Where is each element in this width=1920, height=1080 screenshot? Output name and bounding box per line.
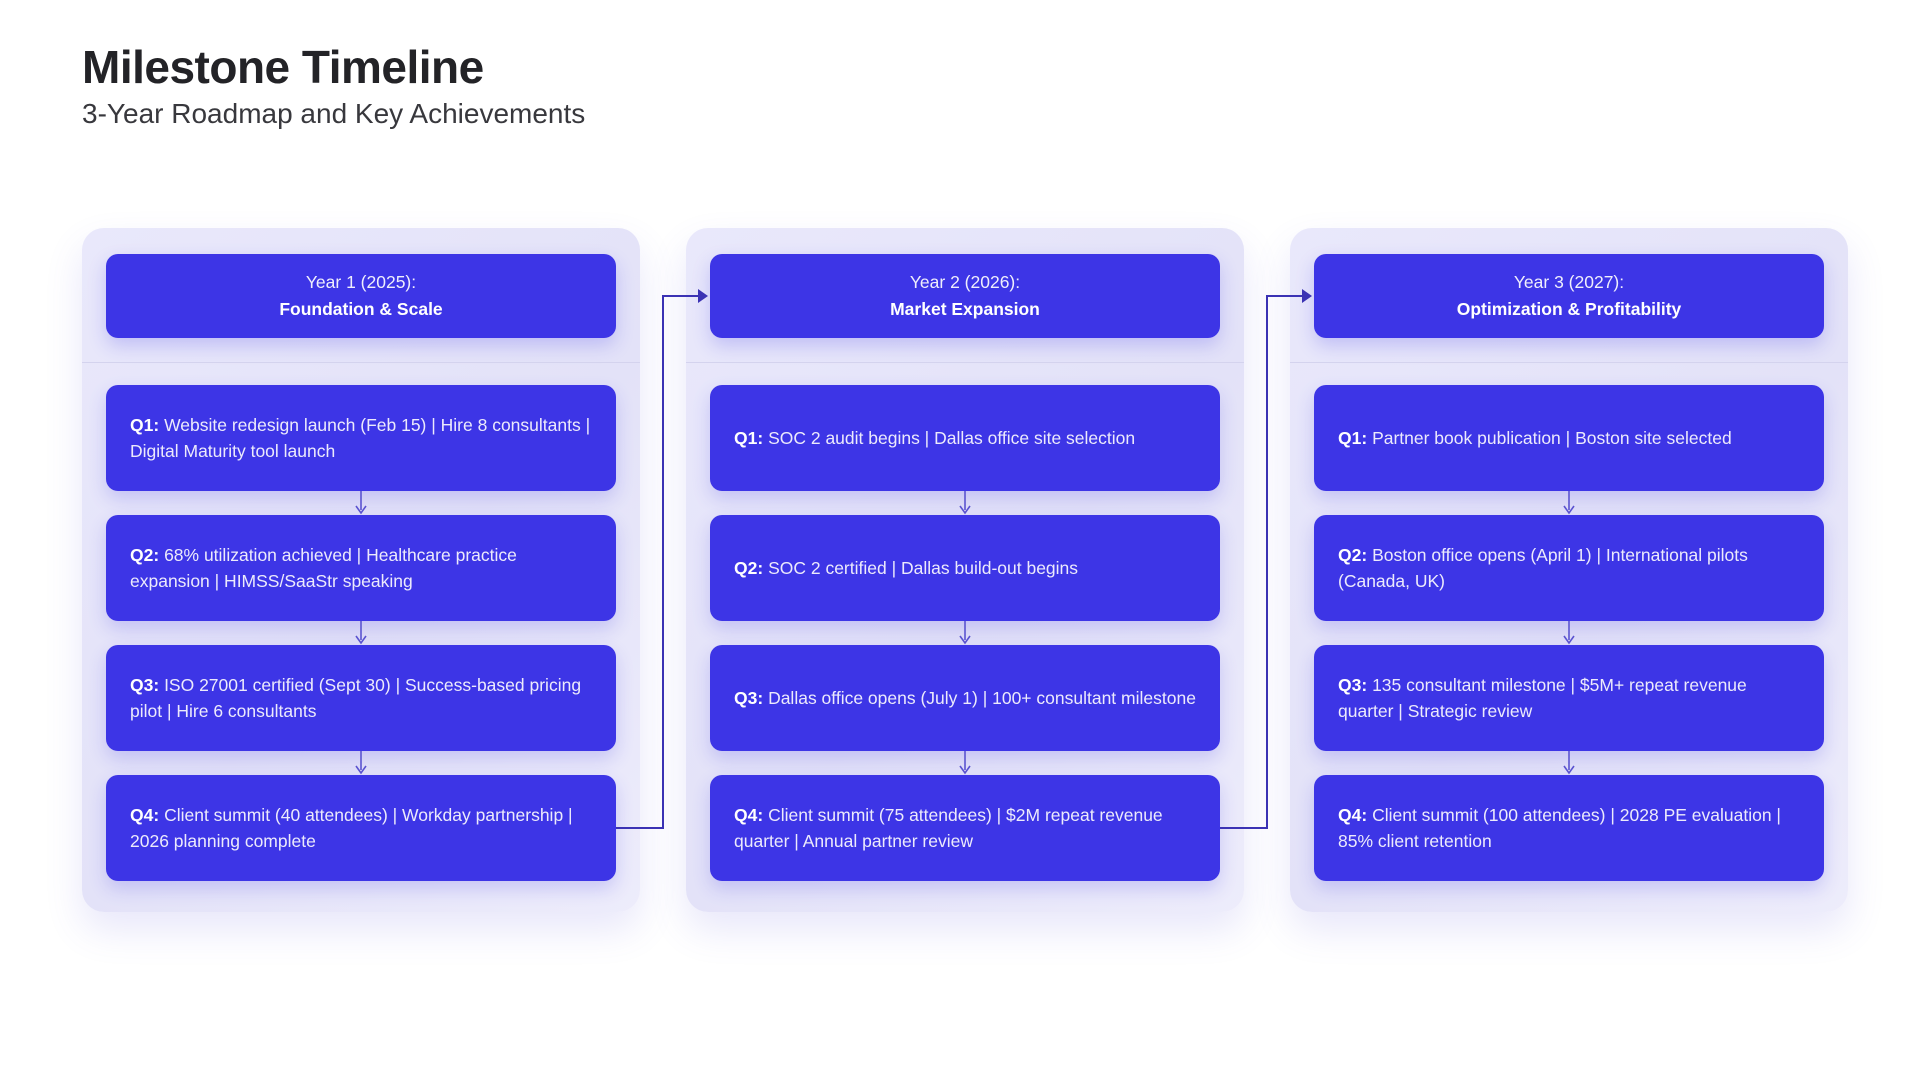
connector-year2-year3-segment [1266, 295, 1268, 829]
year1-divider [82, 362, 640, 363]
year1-q2-box: Q2: 68% utilization achieved | Healthcar… [106, 515, 616, 621]
year1-q4-box: Q4: Client summit (40 attendees) | Workd… [106, 775, 616, 881]
year2-q4-label: Q4: [734, 805, 764, 825]
year1-column: Year 1 (2025): Foundation & Scale Q1: We… [82, 228, 640, 912]
year1-q1-body: Website redesign launch (Feb 15) | Hire … [130, 415, 591, 461]
connector-year1-year2-segment [662, 295, 700, 297]
year1-header: Year 1 (2025): Foundation & Scale [106, 254, 616, 338]
arrow-down-icon [957, 491, 973, 515]
connector-year2-year3-segment [1220, 827, 1268, 829]
year1-q1-text: Q1: Website redesign launch (Feb 15) | H… [130, 412, 592, 464]
arrow-down-icon [957, 621, 973, 645]
year1-q1-label: Q1: [130, 415, 160, 435]
year3-q2-box: Q2: Boston office opens (April 1) | Inte… [1314, 515, 1824, 621]
year2-q3-label: Q3: [734, 688, 764, 708]
arrow-right-icon [1302, 289, 1312, 303]
year1-q4-label: Q4: [130, 805, 160, 825]
year2-divider [686, 362, 1244, 363]
year3-q1-body: Partner book publication | Boston site s… [1372, 428, 1732, 448]
year2-q4-box: Q4: Client summit (75 attendees) | $2M r… [710, 775, 1220, 881]
year1-q2-body: 68% utilization achieved | Healthcare pr… [130, 545, 517, 591]
year2-q2-body: SOC 2 certified | Dallas build-out begin… [768, 558, 1079, 578]
arrow-down-icon [1561, 621, 1577, 645]
year3-q4-text: Q4: Client summit (100 attendees) | 2028… [1338, 802, 1800, 854]
year2-column: Year 2 (2026): Market Expansion Q1: SOC … [686, 228, 1244, 912]
year1-header-line2: Foundation & Scale [279, 299, 443, 319]
year2-q1-box: Q1: SOC 2 audit begins | Dallas office s… [710, 385, 1220, 491]
page-title: Milestone Timeline [82, 41, 484, 93]
year1-q4-body: Client summit (40 attendees) | Workday p… [130, 805, 573, 851]
page-subtitle: 3-Year Roadmap and Key Achievements [82, 98, 586, 129]
year2-q1-text: Q1: SOC 2 audit begins | Dallas office s… [734, 425, 1135, 451]
year3-divider [1290, 362, 1848, 363]
year3-q3-text: Q3: 135 consultant milestone | $5M+ repe… [1338, 672, 1800, 724]
year1-q3-box: Q3: ISO 27001 certified (Sept 30) | Succ… [106, 645, 616, 751]
year3-q2-label: Q2: [1338, 545, 1368, 565]
year3-q3-box: Q3: 135 consultant milestone | $5M+ repe… [1314, 645, 1824, 751]
year3-q1-text: Q1: Partner book publication | Boston si… [1338, 425, 1732, 451]
year1-q3-body: ISO 27001 certified (Sept 30) | Success-… [130, 675, 582, 721]
year2-header: Year 2 (2026): Market Expansion [710, 254, 1220, 338]
year3-q3-body: 135 consultant milestone | $5M+ repeat r… [1338, 675, 1747, 721]
year2-q4-text: Q4: Client summit (75 attendees) | $2M r… [734, 802, 1196, 854]
arrow-down-icon [353, 621, 369, 645]
year3-q2-body: Boston office opens (April 1) | Internat… [1338, 545, 1748, 591]
arrow-down-icon [1561, 491, 1577, 515]
year3-header-line1: Year 3 (2027): [1513, 272, 1625, 292]
year1-q4-text: Q4: Client summit (40 attendees) | Workd… [130, 802, 592, 854]
arrow-down-icon [957, 751, 973, 775]
year1-q3-text: Q3: ISO 27001 certified (Sept 30) | Succ… [130, 672, 592, 724]
year2-q2-text: Q2: SOC 2 certified | Dallas build-out b… [734, 555, 1078, 581]
year2-header-line1: Year 2 (2026): [909, 272, 1021, 292]
year3-q1-label: Q1: [1338, 428, 1368, 448]
year1-q2-label: Q2: [130, 545, 160, 565]
year2-q4-body: Client summit (75 attendees) | $2M repea… [734, 805, 1163, 851]
year3-q4-label: Q4: [1338, 805, 1368, 825]
year3-header: Year 3 (2027): Optimization & Profitabil… [1314, 254, 1824, 338]
year3-q4-box: Q4: Client summit (100 attendees) | 2028… [1314, 775, 1824, 881]
arrow-down-icon [1561, 751, 1577, 775]
year3-q2-text: Q2: Boston office opens (April 1) | Inte… [1338, 542, 1800, 594]
year3-header-line2: Optimization & Profitability [1456, 299, 1682, 319]
year2-q2-box: Q2: SOC 2 certified | Dallas build-out b… [710, 515, 1220, 621]
year2-q1-body: SOC 2 audit begins | Dallas office site … [768, 428, 1136, 448]
year3-q3-label: Q3: [1338, 675, 1368, 695]
year3-column: Year 3 (2027): Optimization & Profitabil… [1290, 228, 1848, 912]
connector-year1-year2-segment [616, 827, 664, 829]
year3-q1-box: Q1: Partner book publication | Boston si… [1314, 385, 1824, 491]
arrow-down-icon [353, 491, 369, 515]
year2-q1-label: Q1: [734, 428, 764, 448]
arrow-right-icon [698, 289, 708, 303]
year2-q2-label: Q2: [734, 558, 764, 578]
year1-q1-box: Q1: Website redesign launch (Feb 15) | H… [106, 385, 616, 491]
connector-year2-year3-segment [1266, 295, 1304, 297]
year1-q3-label: Q3: [130, 675, 160, 695]
year2-q3-text: Q3: Dallas office opens (July 1) | 100+ … [734, 685, 1196, 711]
arrow-down-icon [353, 751, 369, 775]
connector-year1-year2-segment [662, 295, 664, 829]
year2-header-line2: Market Expansion [890, 299, 1040, 319]
year2-q3-body: Dallas office opens (July 1) | 100+ cons… [768, 688, 1196, 708]
year3-q4-body: Client summit (100 attendees) | 2028 PE … [1338, 805, 1781, 851]
year2-q3-box: Q3: Dallas office opens (July 1) | 100+ … [710, 645, 1220, 751]
year1-q2-text: Q2: 68% utilization achieved | Healthcar… [130, 542, 592, 594]
year1-header-line1: Year 1 (2025): [305, 272, 417, 292]
